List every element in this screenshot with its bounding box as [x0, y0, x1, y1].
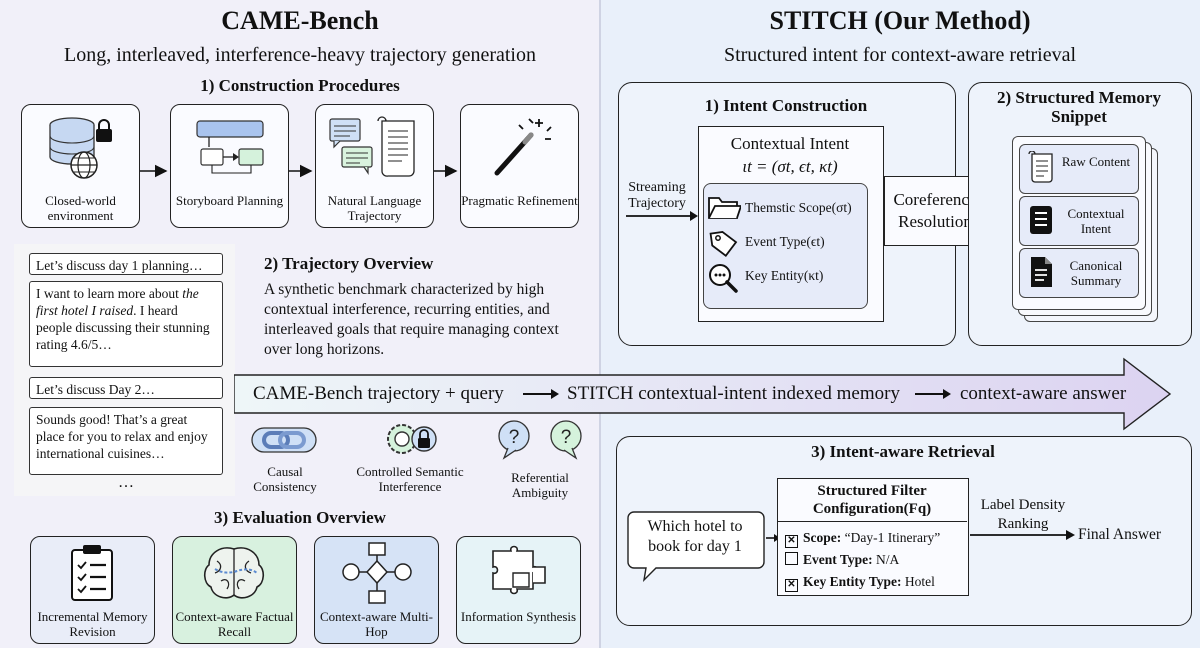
trajectory-heading: 2) Trajectory Overview — [264, 254, 434, 273]
right-title: STITCH (Our Method) — [769, 6, 1031, 35]
scroll-icon — [1028, 151, 1053, 183]
eval-card-memory-revision: Incremental Memory Revision — [30, 536, 155, 644]
pipeline-step-b: STITCH contextual-intent indexed memory — [567, 383, 900, 404]
filter-row[interactable]: ✕Scope: “Day-1 Itinerary” — [785, 530, 940, 548]
ranking-label: Label Density Ranking — [980, 497, 1066, 532]
magnifier-icon — [709, 264, 738, 293]
filter-config-title: Structured Filter Configuration(Fq) — [812, 483, 932, 517]
eval-label: Incremental Memory Revision — [37, 609, 148, 639]
checkbox-checked[interactable]: ✕ — [785, 535, 798, 548]
eval-card-synthesis: Information Synthesis — [456, 536, 581, 644]
eval-card-multi-hop: Context-aware Multi-Hop — [314, 536, 439, 644]
chat-message-1: Let’s discuss day 1 planning… — [29, 253, 223, 275]
pipeline-arrow-small — [523, 389, 559, 399]
filter-config-box — [777, 478, 969, 596]
step-card-pragmatic: Pragmatic Refinement — [460, 104, 579, 228]
flowchart-icon — [196, 120, 264, 174]
intent-item-label: Event Type(ϵt) — [745, 234, 825, 249]
filter-row[interactable]: ✕Key Entity Type: Hotel — [785, 574, 935, 592]
eval-label: Information Synthesis — [460, 609, 577, 624]
property-label: Referential Ambiguity — [511, 470, 569, 500]
query-bubble — [627, 511, 765, 582]
chat-ellipsis: … — [118, 474, 134, 491]
step-label: Natural Language Trajectory — [327, 193, 422, 223]
intent-item-label: Themstic Scope(σt) — [745, 200, 852, 215]
memory-item-label: Contextual Intent — [1067, 206, 1125, 236]
input-label: Streaming Trajectory — [628, 180, 686, 211]
chat-scroll-icon — [329, 116, 415, 177]
evaluation-heading: 3) Evaluation Overview — [214, 508, 386, 527]
puzzle-icon — [492, 545, 546, 595]
checkbox-unchecked[interactable] — [785, 552, 798, 565]
multi-hop-icon — [342, 542, 412, 604]
ranking-arrow — [970, 530, 1075, 540]
document-icon — [1031, 257, 1052, 287]
retrieval-heading: 3) Intent-aware Retrieval — [811, 442, 995, 461]
step-label: Storyboard Planning — [175, 193, 284, 208]
chat-message-3: Let’s discuss Day 2… — [29, 377, 223, 399]
eval-label: Context-aware Multi-Hop — [320, 609, 433, 639]
construction-arrows — [140, 164, 458, 178]
memory-item — [1019, 196, 1139, 246]
eval-label: Context-aware Factual Recall — [175, 609, 294, 639]
checkbox-checked[interactable]: ✕ — [785, 579, 798, 592]
question-bubbles-icon: ? ? — [498, 420, 582, 460]
memory-item-label: Canonical Summary — [1069, 258, 1123, 288]
step-card-closed-world: Closed-world environment — [21, 104, 140, 228]
pipeline-step-c: context-aware answer — [960, 383, 1127, 404]
database-lock-globe-icon — [49, 117, 112, 179]
checklist-icon — [71, 545, 113, 601]
pipeline-step-a: CAME-Bench trajectory + query — [253, 383, 504, 404]
right-subtitle: Structured intent for context-aware retr… — [723, 44, 1077, 66]
left-title: CAME-Bench — [221, 6, 379, 35]
step-label: Pragmatic Refinement — [461, 193, 578, 208]
magic-wand-icon — [494, 118, 552, 176]
intent-icon — [1030, 206, 1052, 234]
chain-link-icon — [251, 427, 317, 453]
left-subtitle: Long, interleaved, interference-heavy tr… — [64, 44, 536, 66]
brain-icon — [203, 547, 265, 599]
step-label: Closed-world environment — [45, 193, 116, 223]
memory-snippet-heading: 2) Structured Memory Snippet — [997, 88, 1161, 126]
filter-row[interactable]: Event Type: N/A — [785, 552, 899, 568]
intent-item-label: Key Entity(κt) — [745, 268, 824, 283]
eval-card-factual-recall: Context-aware Factual Recall — [172, 536, 297, 644]
pipeline-arrow — [234, 357, 1172, 431]
intent-construction-heading: 1) Intent Construction — [704, 96, 868, 115]
folder-icon — [708, 197, 741, 219]
construction-heading: 1) Construction Procedures — [200, 76, 400, 95]
panel-divider — [599, 0, 601, 648]
gear-lock-icon — [387, 424, 437, 454]
step-card-nl-trajectory: Natural Language Trajectory — [315, 104, 434, 228]
svg-text:?: ? — [509, 427, 520, 448]
trajectory-description: A synthetic benchmark characterized by h… — [264, 281, 559, 358]
intent-formula: ιt = (σt, ϵt, κt) — [742, 157, 838, 176]
filter-divider — [777, 521, 967, 523]
final-answer: Final Answer — [1078, 526, 1162, 543]
chat-message-4: Sounds good! That’s a great place for yo… — [29, 407, 223, 475]
chat-message-2: I want to learn more about the first hot… — [29, 281, 223, 367]
contextual-intent-title: Contextual Intent — [730, 134, 850, 153]
property-label: Causal Consistency — [253, 464, 317, 494]
tag-icon — [709, 231, 738, 257]
memory-item-label: Raw Content — [1061, 154, 1131, 169]
property-label: Controlled Semantic Interference — [356, 464, 464, 494]
pipeline-arrow-small — [915, 389, 951, 399]
step-card-storyboard: Storyboard Planning — [170, 104, 289, 228]
svg-text:?: ? — [561, 427, 572, 448]
input-arrow — [626, 211, 698, 221]
query-text: Which hotel to book for day 1 — [647, 518, 743, 555]
